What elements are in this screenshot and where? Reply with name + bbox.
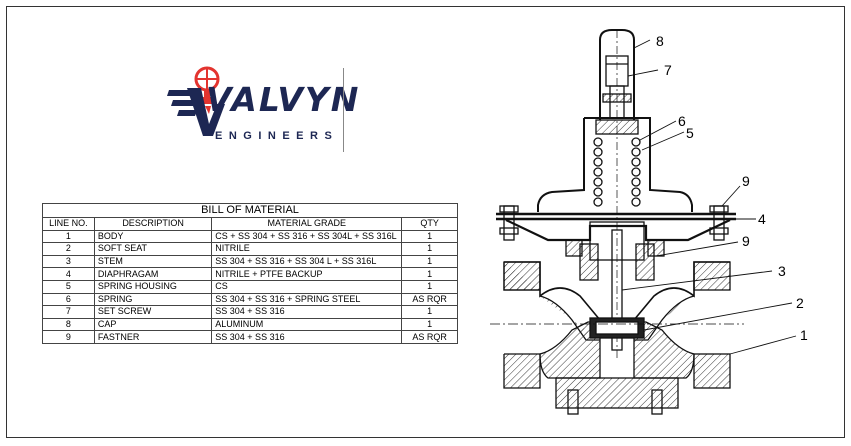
- line-no: 1: [42, 229, 95, 244]
- description: SPRING HOUSING: [93, 279, 213, 294]
- description: SET SCREW: [93, 305, 213, 319]
- header-line-no: LINE NO.: [42, 217, 95, 231]
- table-row: 7 SET SCREW SS 304 + SS 316 1: [42, 305, 458, 319]
- callout-5: 5: [686, 125, 694, 141]
- material: NITRILE: [211, 242, 403, 256]
- line-no: 7: [42, 305, 95, 319]
- description: STEM: [93, 254, 213, 269]
- table-row: 8 CAP ALUMINUM 1: [42, 317, 458, 332]
- callout-9-top: 9: [742, 173, 750, 189]
- callout-1: 1: [800, 327, 808, 343]
- description: BODY: [93, 229, 213, 244]
- line-no: 6: [42, 292, 95, 307]
- line-no: 9: [42, 330, 95, 344]
- callout-2: 2: [796, 295, 804, 311]
- qty: 1: [401, 279, 458, 294]
- table-row: 5 SPRING HOUSING CS 1: [42, 279, 458, 294]
- table-row: 1 BODY CS + SS 304 + SS 316 + SS 304L + …: [42, 229, 458, 244]
- header-material-grade: MATERIAL GRADE: [211, 217, 403, 231]
- valve-cross-section-drawing: 8 7 6 5 9 4 9 3 2 1: [490, 29, 808, 415]
- qty: 1: [401, 254, 458, 269]
- drawing-frame: [6, 6, 845, 438]
- spring-part: [593, 137, 641, 207]
- material: CS: [211, 279, 403, 294]
- line-no: 8: [42, 317, 95, 332]
- table-row: 3 STEM SS 304 + SS 316 + SS 304 L + SS 3…: [42, 254, 458, 269]
- callout-3: 3: [778, 263, 786, 279]
- description: CAP: [93, 317, 213, 332]
- callout-7: 7: [664, 62, 672, 78]
- material: SS 304 + SS 316: [211, 330, 403, 344]
- logo-divider: [343, 68, 344, 152]
- material: SS 304 + SS 316 + SS 304 L + SS 316L: [211, 254, 403, 269]
- material: SS 304 + SS 316 + SPRING STEEL: [211, 292, 403, 307]
- header-qty: QTY: [401, 217, 458, 231]
- qty: AS RQR: [401, 330, 458, 344]
- line-no: 2: [42, 242, 95, 256]
- callout-9-mid: 9: [742, 233, 750, 249]
- line-no: 5: [42, 279, 95, 294]
- material: CS + SS 304 + SS 316 + SS 304L + SS 316L: [211, 229, 403, 244]
- material: SS 304 + SS 316: [211, 305, 403, 319]
- description: FASTNER: [93, 330, 213, 344]
- bill-of-material-table: BILL OF MATERIAL LINE NO. DESCRIPTION MA…: [42, 203, 458, 344]
- table-row: 2 SOFT SEAT NITRILE 1: [42, 242, 458, 256]
- valve-wheel-logo-icon: [167, 66, 225, 136]
- diaphragm-part: [496, 212, 736, 221]
- qty: 1: [401, 242, 458, 256]
- description: SPRING: [93, 292, 213, 307]
- bom-title: BILL OF MATERIAL: [42, 203, 458, 218]
- line-no: 4: [42, 267, 95, 281]
- qty: 1: [401, 229, 458, 244]
- table-row: 4 DIAPHRAGAM NITRILE + PTFE BACKUP 1: [42, 267, 458, 281]
- qty: 1: [401, 317, 458, 332]
- line-no: 3: [42, 254, 95, 269]
- logo-wordmark: VALVYN: [206, 80, 361, 119]
- material: ALUMINUM: [211, 317, 403, 332]
- qty: 1: [401, 305, 458, 319]
- callout-4: 4: [758, 211, 766, 227]
- callout-8: 8: [656, 33, 664, 49]
- material: NITRILE + PTFE BACKUP: [211, 267, 403, 281]
- table-row: 6 SPRING SS 304 + SS 316 + SPRING STEEL …: [42, 292, 458, 307]
- callout-6: 6: [678, 113, 686, 129]
- spring-housing-part: [537, 117, 693, 212]
- logo-subtitle: ENGINEERS: [215, 130, 339, 142]
- qty: AS RQR: [401, 292, 458, 307]
- table-row: 9 FASTNER SS 304 + SS 316 AS RQR: [42, 330, 458, 344]
- description: SOFT SEAT: [93, 242, 213, 256]
- header-description: DESCRIPTION: [93, 217, 213, 231]
- qty: 1: [401, 267, 458, 281]
- description: DIAPHRAGAM: [93, 267, 213, 281]
